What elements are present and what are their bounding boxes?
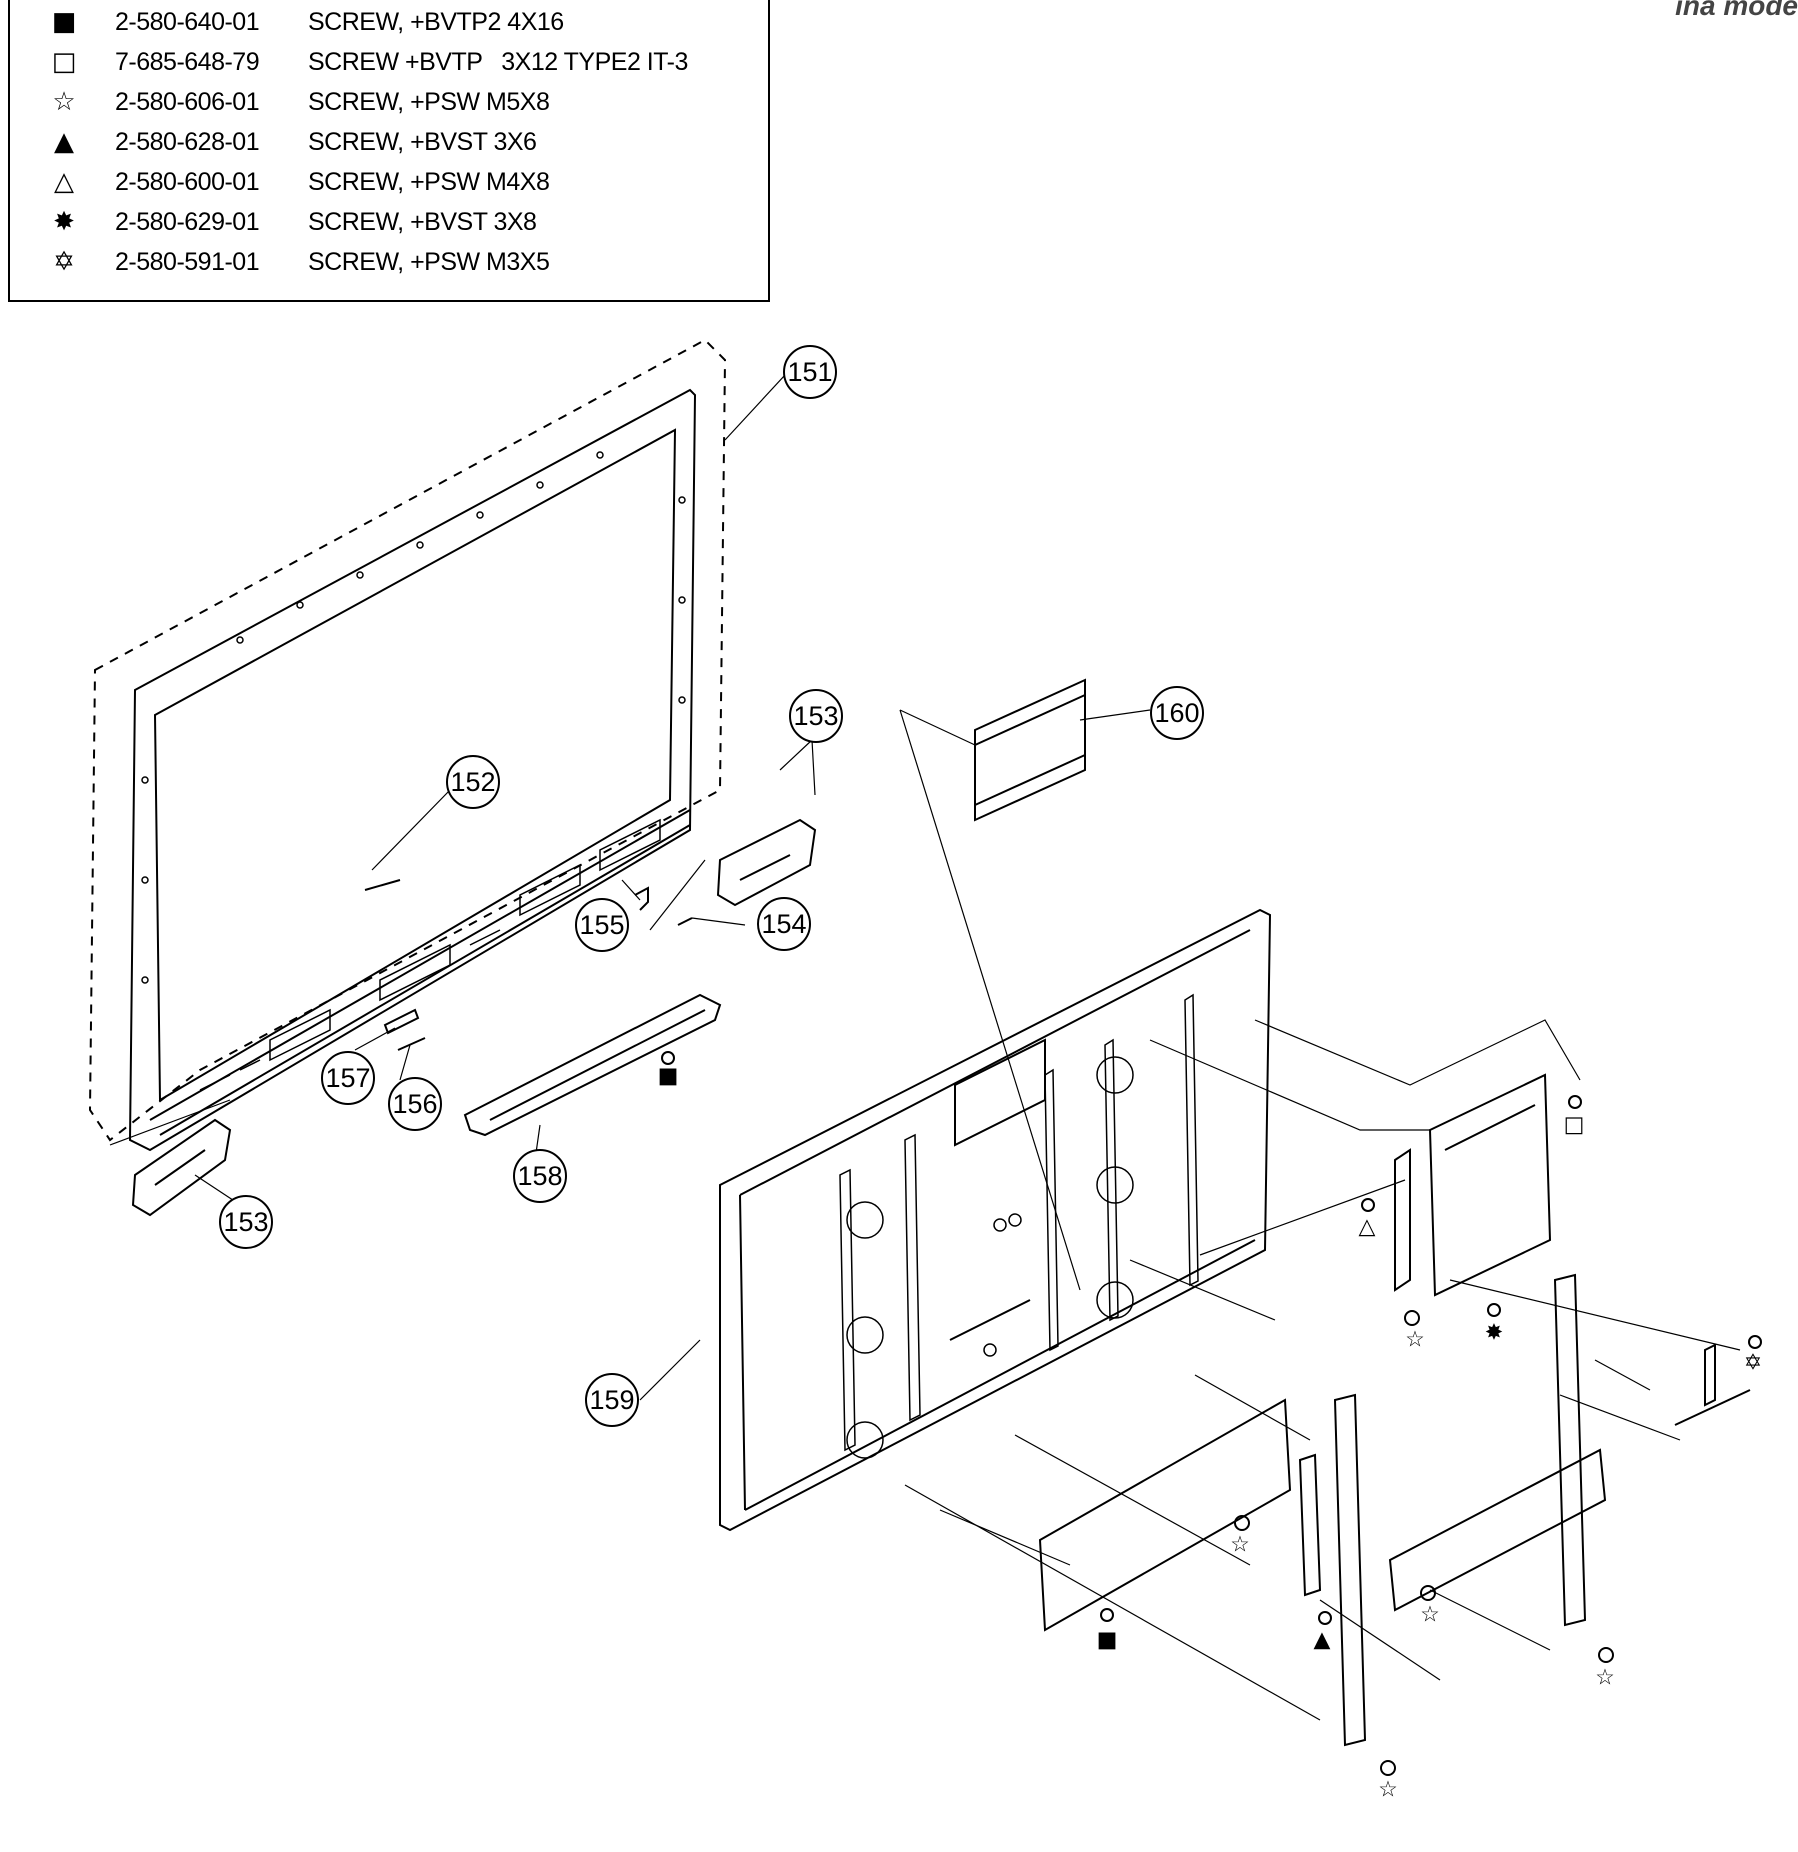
legend-description: SCREW, +BVST 3X6: [308, 128, 537, 156]
callout-153-lower: 153: [223, 1207, 268, 1237]
legend-description: SCREW, +BVTP2 4X16: [308, 8, 564, 36]
callout-circle-155: [575, 898, 629, 952]
hollow-burst-icon: ✡: [53, 247, 75, 277]
hollow-square-icon: □: [1564, 1113, 1585, 1138]
callout-circle-153-lower: [219, 1195, 273, 1249]
legend-description: SCREW, +PSW M5X8: [308, 88, 550, 116]
part-156-pin: [397, 1037, 426, 1051]
legend-part-number: 2-580-600-01: [115, 168, 260, 196]
legend-part-number: 2-580-628-01: [115, 128, 260, 156]
hollow-triangle-icon: △: [1359, 1215, 1376, 1240]
part-152-clip: [364, 879, 401, 891]
callout-circle-153-upper: [789, 689, 843, 743]
main-board-assembly: [1038, 1398, 1292, 1632]
chassis-ribs: [839, 993, 1199, 1452]
part-160-connector-sheet: [974, 678, 1086, 822]
header-fragment: ina mode: [1675, 0, 1798, 21]
legend-row: ✸ 2-580-629-01 SCREW, +BVST 3X8: [10, 202, 768, 242]
filled-burst-icon: ✸: [1485, 1321, 1503, 1346]
filled-square-icon: ■: [51, 7, 77, 37]
callout-160: 160: [1154, 698, 1199, 728]
legend-part-number: 2-580-629-01: [115, 208, 260, 236]
part-153-upper-bracket: [716, 818, 817, 907]
hollow-star-icon: ☆: [1230, 1533, 1250, 1558]
legend-row: □ 7-685-648-79 SCREW +BVTP 3X12 TYPE2 IT…: [10, 42, 768, 82]
bezel-frame-inner: [153, 428, 677, 1102]
chassis-center-slot: [949, 1299, 1031, 1341]
chassis-holes: [846, 1056, 1134, 1459]
hollow-star-icon: ☆: [1378, 1778, 1398, 1803]
callout-158: 158: [517, 1161, 562, 1191]
board-connector: [1298, 1453, 1322, 1597]
callout-circle-156: [388, 1077, 442, 1131]
hollow-star-icon: ☆: [1405, 1328, 1425, 1353]
part-153-lower-bracket: [131, 1118, 232, 1217]
legend-part-number: 2-580-640-01: [115, 8, 260, 36]
hollow-square-icon: □: [51, 47, 77, 77]
legend-part-number: 7-685-648-79: [115, 48, 260, 76]
legend-description: SCREW, +PSW M4X8: [308, 168, 550, 196]
callout-circle-157: [321, 1051, 375, 1105]
filled-triangle-icon: ▲: [54, 127, 74, 157]
terminal-board-bracket: [1428, 1073, 1552, 1297]
part-159-chassis-inner-edge: [739, 929, 1256, 1511]
callout-153-upper: 153: [793, 701, 838, 731]
hollow-star-icon: ☆: [1595, 1666, 1615, 1691]
bezel-frame-outer: [128, 388, 697, 1152]
hollow-triangle-icon: △: [54, 167, 74, 197]
legend-part-number: 2-580-606-01: [115, 88, 260, 116]
callout-circle-152: [446, 755, 500, 809]
vertical-support-left: [1333, 1393, 1367, 1747]
filled-square-icon: ■: [1097, 1628, 1118, 1653]
bezel-bottom-details: [199, 818, 661, 1091]
side-plate: [1394, 1148, 1411, 1292]
part-155-bracket: [634, 886, 649, 911]
legend-row: ▲ 2-580-628-01 SCREW, +BVST 3X6: [10, 122, 768, 162]
legend-description: SCREW, +BVST 3X8: [308, 208, 537, 236]
hollow-star-icon: ☆: [1420, 1603, 1440, 1628]
legend-row: ■ 2-580-640-01 SCREW, +BVTP2 4X16: [10, 2, 768, 42]
legend-part-number: 2-580-591-01: [115, 248, 260, 276]
part-154-pin: [677, 917, 693, 926]
part-159-main-chassis: [719, 908, 1272, 1532]
screw-legend-table: ■ 2-580-640-01 SCREW, +BVTP2 4X16 □ 7-68…: [8, 0, 770, 302]
callout-156: 156: [392, 1089, 437, 1119]
screw-heads: [661, 1051, 1762, 1776]
hollow-star-icon: ☆: [52, 87, 76, 117]
cross-bracket: [1388, 1448, 1607, 1612]
filled-triangle-icon: ▲: [1314, 1628, 1331, 1653]
chassis-top-bracket: [954, 1038, 1046, 1147]
callout-circle-159: [585, 1373, 639, 1427]
bezel-tabs: [141, 451, 686, 984]
callout-154: 154: [761, 909, 806, 939]
callout-152: 152: [450, 767, 495, 797]
callout-159: 159: [589, 1385, 634, 1415]
hollow-burst-icon: ✡: [1744, 1351, 1762, 1376]
callout-circle-160: [1150, 686, 1204, 740]
callout-circle-151: [783, 345, 837, 399]
filled-burst-icon: ✸: [53, 207, 75, 237]
part-158-cover-bar: [463, 993, 722, 1137]
bezel-dashed-outline: [88, 338, 727, 1142]
legend-row: △ 2-580-600-01 SCREW, +PSW M4X8: [10, 162, 768, 202]
small-bracket-right: [1674, 1343, 1751, 1426]
part-157-holder: [383, 1008, 420, 1035]
legend-row: ✡ 2-580-591-01 SCREW, +PSW M3X5: [10, 242, 768, 282]
filled-square-icon: ■: [658, 1064, 679, 1089]
vertical-support-right: [1553, 1273, 1587, 1627]
callout-circle-158: [513, 1149, 567, 1203]
legend-description: SCREW +BVTP 3X12 TYPE2 IT-3: [308, 48, 688, 76]
legend-description: SCREW, +PSW M3X5: [308, 248, 550, 276]
callout-circle-154: [757, 897, 811, 951]
callout-151: 151: [787, 357, 832, 387]
legend-row: ☆ 2-580-606-01 SCREW, +PSW M5X8: [10, 82, 768, 122]
leader-lines: [109, 374, 1741, 1721]
callout-155: 155: [579, 910, 624, 940]
callout-157: 157: [325, 1063, 370, 1093]
